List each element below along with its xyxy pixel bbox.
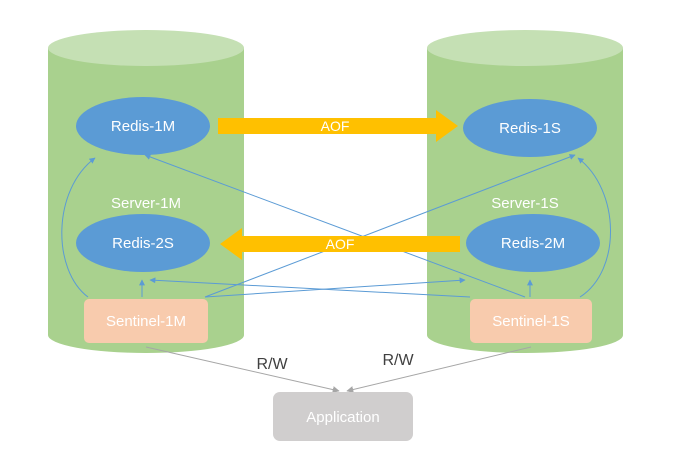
aof-bottom-label: AOF: [326, 236, 355, 252]
redis-1s-node: Redis-1S: [463, 99, 597, 157]
monitor-line-1m-to-redis-1m: [61, 157, 96, 298]
sentinel-1m-label: Sentinel-1M: [106, 313, 186, 330]
rw-line-left: [145, 346, 340, 394]
monitor-line-1s-to-redis-2s: [149, 277, 471, 298]
monitor-lines: [61, 154, 611, 298]
rw-lines: [145, 346, 532, 394]
monitor-line-1m-to-redis-1s: [204, 154, 576, 298]
redis-2s-label: Redis-2S: [112, 235, 174, 252]
application-label: Application: [306, 409, 379, 426]
rw-right-label: R/W: [382, 352, 414, 369]
sentinel-1m-node: Sentinel-1M: [84, 299, 208, 343]
rw-left-label: R/W: [256, 356, 288, 373]
monitor-line-1m-to-redis-2m: [204, 277, 466, 298]
redis-1s-label: Redis-1S: [499, 120, 561, 137]
server-1s-label: Server-1S: [491, 195, 559, 212]
redis-2s-node: Redis-2S: [76, 214, 210, 272]
aof-arrow-bottom: AOF: [220, 228, 460, 260]
application-node: Application: [273, 392, 413, 441]
aof-arrow-top: AOF: [218, 110, 458, 142]
redis-2m-node: Redis-2M: [466, 214, 600, 272]
aof-top-label: AOF: [321, 118, 350, 134]
monitor-line-1s-to-redis-1m: [144, 154, 526, 298]
redis-1m-label: Redis-1M: [111, 118, 175, 135]
sentinel-1s-label: Sentinel-1S: [492, 313, 570, 330]
redis-2m-label: Redis-2M: [501, 235, 565, 252]
sentinel-1s-node: Sentinel-1S: [470, 299, 592, 343]
redis-1m-node: Redis-1M: [76, 97, 210, 155]
monitor-line-1s-to-redis-1s: [577, 157, 611, 298]
rw-line-right: [346, 346, 532, 393]
server-1m-label: Server-1M: [111, 195, 181, 212]
